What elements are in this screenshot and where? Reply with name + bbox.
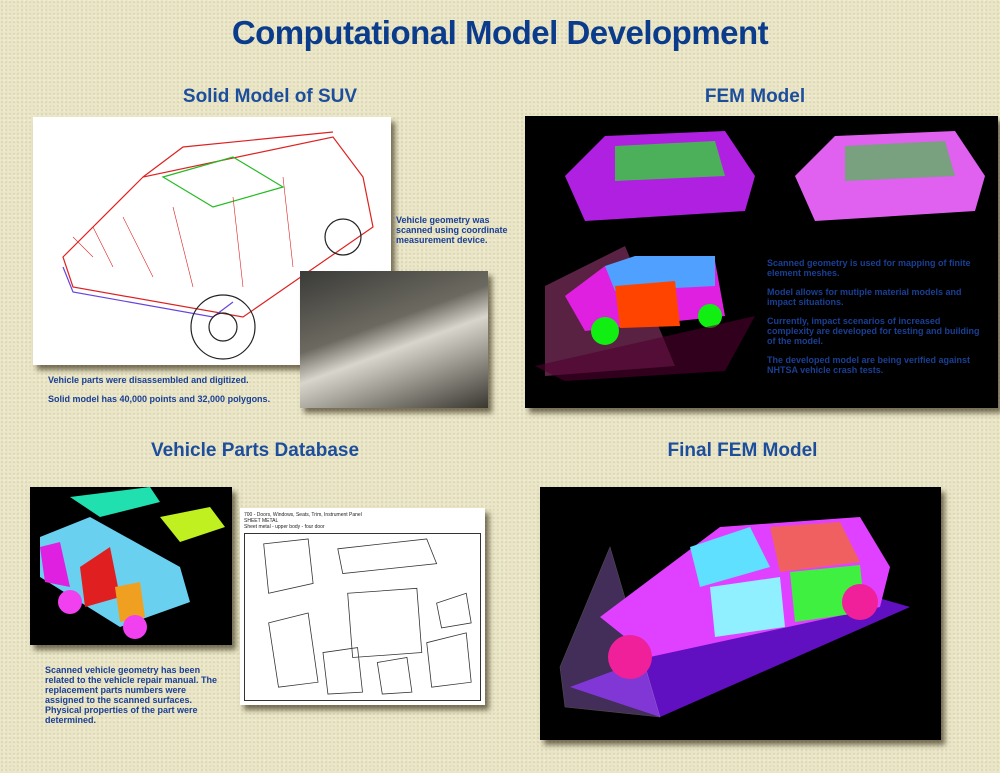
caption-impact: Currently, impact scenarios of increased… <box>767 316 980 346</box>
manual-line2: SHEET METAL <box>244 518 279 524</box>
fem-captions: Scanned geometry is used for mapping of … <box>767 258 987 384</box>
exploded-parts-diagram <box>244 533 481 701</box>
solid-model-wireframe-image <box>33 117 391 365</box>
caption-nhtsa: The developed model are being verified a… <box>767 355 971 375</box>
caption-materials: Model allows for mutiple material models… <box>767 287 962 307</box>
final-fem-heading: Final FEM Model <box>667 440 818 461</box>
poster-title: Computational Model Development <box>231 14 769 51</box>
fem-model-heading: FEM Model <box>704 86 806 107</box>
manual-line1: 700 - Doors, Windows, Seats, Trim, Instr… <box>244 512 362 518</box>
fem-model-image <box>525 116 998 408</box>
solid-model-heading: Solid Model of SUV <box>182 86 358 107</box>
parts-database-heading: Vehicle Parts Database <box>150 440 360 461</box>
repair-manual-page: 700 - Doors, Windows, Seats, Trim, Instr… <box>240 508 485 705</box>
caption-polygons: Solid model has 40,000 points and 32,000… <box>48 394 271 404</box>
parts-colored-model-image <box>30 487 232 645</box>
parts-caption: Scanned vehicle geometry has been relate… <box>45 665 218 725</box>
disassembled-vehicle-photo <box>300 271 488 408</box>
manual-line3: Sheet metal - upper body - four door <box>244 524 325 530</box>
caption-disassembled: Vehicle parts were disassembled and digi… <box>48 375 249 385</box>
solid-captions: Vehicle parts were disassembled and digi… <box>48 375 298 413</box>
solid-side-caption: Vehicle geometry was scanned using coord… <box>396 215 508 245</box>
final-fem-model-image <box>540 487 941 740</box>
caption-mapping: Scanned geometry is used for mapping of … <box>767 258 971 278</box>
